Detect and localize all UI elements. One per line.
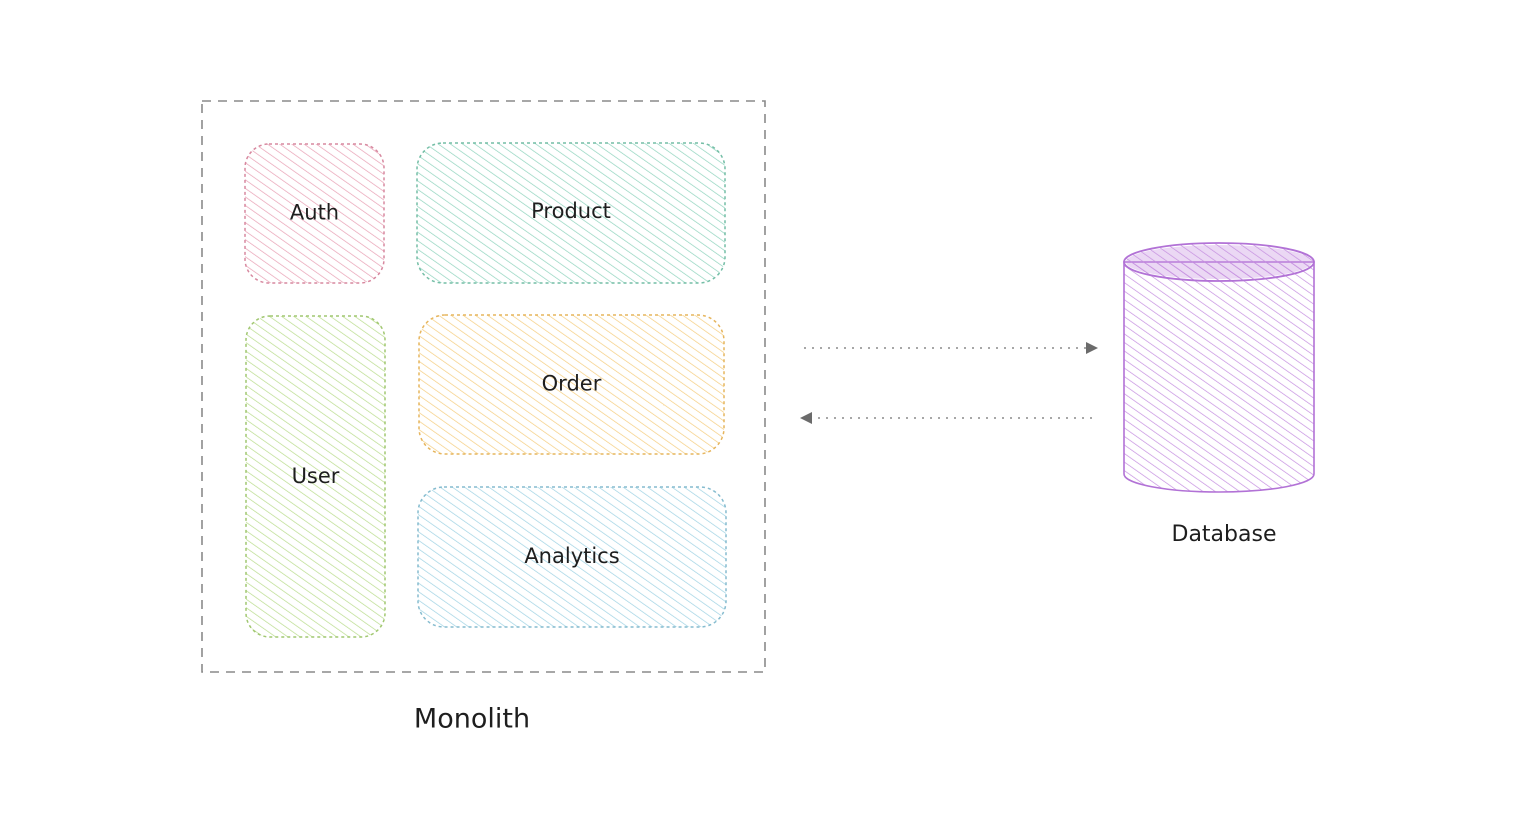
module-product-label: Product: [531, 199, 611, 223]
module-analytics-label: Analytics: [524, 544, 619, 568]
module-order: Order: [418, 314, 725, 455]
monolith-label: Monolith: [414, 704, 530, 735]
module-auth: Auth: [244, 143, 385, 284]
database-top-fill: [1126, 245, 1312, 279]
monolith-frame: [201, 100, 766, 673]
module-user-label: User: [292, 464, 340, 488]
module-user: User: [245, 315, 386, 638]
database-top: [1123, 242, 1315, 282]
database-cylinder: [1123, 242, 1315, 493]
module-auth-box: [244, 143, 385, 284]
module-auth-label: Auth: [290, 201, 339, 225]
database-label: Database: [1172, 522, 1277, 547]
module-analytics: Analytics: [417, 486, 727, 628]
database-body: [1123, 261, 1315, 493]
module-user-box: [245, 315, 386, 638]
module-order-label: Order: [542, 372, 602, 396]
module-product: Product: [416, 142, 726, 284]
module-analytics-box: [417, 486, 727, 628]
module-product-box: [416, 142, 726, 284]
module-order-box: [418, 314, 725, 455]
